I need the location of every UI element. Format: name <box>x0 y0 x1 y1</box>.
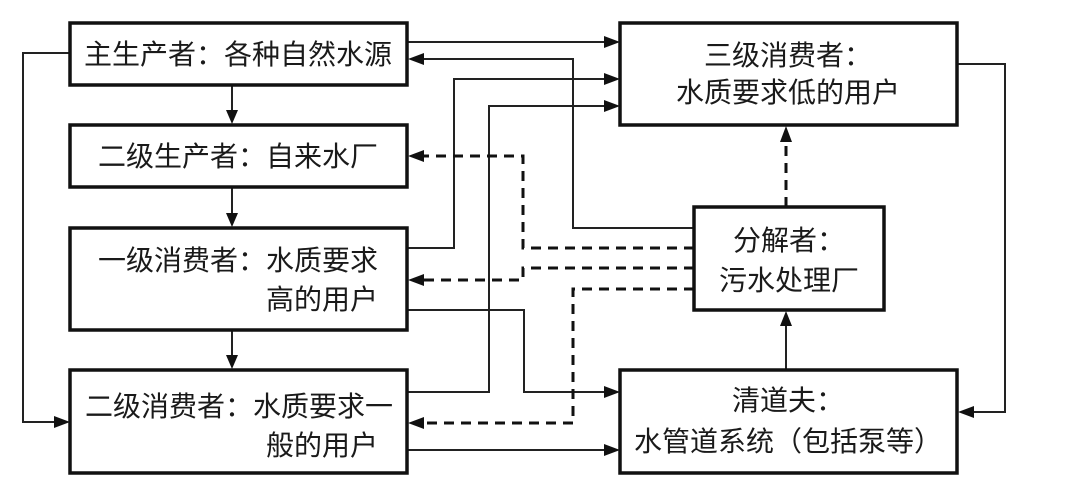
node-label: 一级消费者：水质要求 <box>98 244 378 277</box>
node-label: 般的用户 <box>266 429 378 462</box>
connectors <box>22 36 1006 456</box>
arrowhead-down-icon <box>226 213 238 227</box>
arrowhead-up-icon <box>780 126 792 142</box>
arrowhead-down-icon <box>226 110 238 124</box>
node-scavenger: 清道夫： 水管道系统（包括泵等） <box>618 368 959 475</box>
arrowhead-left-icon <box>408 417 424 429</box>
arrowhead-down-icon <box>226 355 238 369</box>
edge-decomposer-to-waterworks-dashed <box>422 154 694 250</box>
edge-tertiary-consumer-to-scavenger <box>957 63 1006 413</box>
edge-primary-consumer-to-tertiary <box>407 78 606 249</box>
arrowhead-right-icon <box>54 416 70 428</box>
arrowhead-right-icon <box>604 73 620 85</box>
arrowhead-right-icon <box>604 444 620 456</box>
arrowhead-left-icon <box>408 274 424 286</box>
node-label: 清道夫： <box>732 384 844 417</box>
node-tertiary-consumer: 三级消费者： 水质要求低的用户 <box>618 21 959 127</box>
node-label: 水管道系统（包括泵等） <box>634 425 942 458</box>
arrowhead-right-icon <box>604 386 620 398</box>
edge-producer-to-secondary-consumer <box>22 52 70 423</box>
node-label: 分解者： <box>733 224 845 257</box>
node-label: 二级生产者：自来水厂 <box>98 140 378 173</box>
edge-decomposer-to-secondary-consumer-dashed <box>422 287 694 425</box>
arrowhead-up-icon <box>780 311 792 326</box>
edge-decomposer-to-producer <box>422 58 694 229</box>
arrowhead-left-icon <box>958 406 974 418</box>
node-label: 二级消费者：水质要求一 <box>85 390 393 423</box>
arrowhead-left-icon <box>408 53 424 65</box>
node-label: 三级消费者： <box>704 39 872 72</box>
node-decomposer: 分解者： 污水处理厂 <box>692 205 886 312</box>
node-secondary-producer: 二级生产者：自来水厂 <box>68 123 409 189</box>
edge-secondary-consumer-to-tertiary <box>407 105 606 393</box>
node-label: 主生产者：各种自然水源 <box>84 38 392 71</box>
edge-decomposer-to-primary-consumer-dashed <box>422 266 694 282</box>
arrowhead-left-icon <box>408 150 424 162</box>
arrowhead-right-icon <box>604 36 620 48</box>
arrowhead-right-icon <box>604 100 620 112</box>
node-primary-producer: 主生产者：各种自然水源 <box>68 21 409 87</box>
edge-primary-consumer-to-scavenger <box>407 309 606 393</box>
node-primary-consumer: 一级消费者：水质要求 高的用户 <box>68 226 409 332</box>
node-secondary-consumer: 二级消费者：水质要求一 般的用户 <box>68 368 409 475</box>
node-label: 水质要求低的用户 <box>676 76 900 109</box>
node-label: 污水处理厂 <box>719 264 859 297</box>
node-label: 高的用户 <box>266 283 378 316</box>
